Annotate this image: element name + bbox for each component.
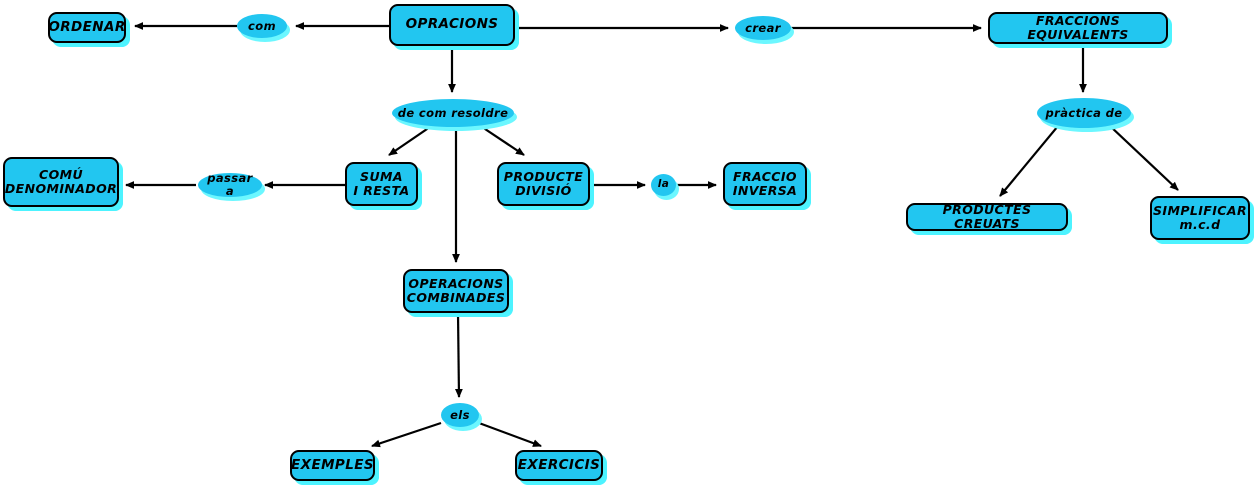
node-comu-denominador-label: COMÚ DENOMINADOR	[4, 167, 118, 196]
node-la-label: la	[657, 178, 670, 191]
edge-decomresoldre-sumaresta	[388, 126, 431, 156]
node-els-label: els	[450, 407, 470, 422]
node-productes-creuats[interactable]: PRODUCTES CREUATS	[906, 203, 1068, 231]
node-exercicis[interactable]: EXERCICIS	[515, 450, 603, 481]
edge-decomresoldre-productedivisio	[481, 126, 525, 156]
node-producte-divisio[interactable]: PRODUCTE DIVISIÓ	[497, 162, 590, 206]
node-simplificar-mcd[interactable]: SIMPLIFICAR m.c.d	[1150, 196, 1250, 240]
edge-practicade-productescreuats	[999, 125, 1059, 197]
node-practica-de-label: pràctica de	[1045, 105, 1123, 120]
edge-els-exercicis	[478, 421, 542, 448]
node-comu-denominador[interactable]: COMÚ DENOMINADOR	[3, 157, 119, 207]
node-com-label: com	[248, 18, 276, 33]
node-practica-de[interactable]: pràctica de	[1037, 98, 1131, 128]
node-opracions[interactable]: OPRACIONS	[389, 4, 515, 46]
node-exercicis-label: EXERCICIS	[517, 456, 601, 473]
edge-operacionscombinades-els	[455, 312, 463, 398]
node-fraccio-inversa-label: FRACCIO INVERSA	[732, 169, 798, 198]
node-operacions-combinades-label: OPERACIONS COMBINADES	[406, 276, 506, 305]
node-de-com-resoldre-label: de com resoldre	[397, 105, 509, 120]
node-simplificar-mcd-label: SIMPLIFICAR m.c.d	[1153, 203, 1247, 232]
node-fraccions-equivalents[interactable]: FRACCIONS EQUIVALENTS	[988, 12, 1168, 44]
node-suma-i-resta-label: SUMA I RESTA	[353, 169, 410, 198]
node-opracions-label: OPRACIONS	[405, 16, 499, 33]
node-fraccions-equivalents-label: FRACCIONS EQUIVALENTS	[1027, 13, 1129, 42]
node-exemples[interactable]: EXEMPLES	[290, 450, 375, 481]
node-fraccio-inversa[interactable]: FRACCIO INVERSA	[723, 162, 807, 206]
node-crear[interactable]: crear	[735, 16, 791, 40]
node-suma-i-resta[interactable]: SUMA I RESTA	[345, 162, 418, 206]
node-passar-a[interactable]: passar a	[198, 171, 262, 198]
node-exemples-label: EXEMPLES	[291, 456, 374, 473]
node-producte-divisio-label: PRODUCTE DIVISIÓ	[503, 169, 584, 198]
node-operacions-combinades[interactable]: OPERACIONS COMBINADES	[403, 269, 509, 313]
node-passar-a-label: passar a	[207, 171, 253, 198]
edge-els-exemples	[371, 421, 442, 448]
node-crear-label: crear	[745, 20, 781, 35]
node-els[interactable]: els	[441, 403, 479, 427]
node-ordenar[interactable]: ORDENAR	[48, 12, 126, 43]
node-com[interactable]: com	[237, 14, 287, 38]
edge-practicade-simplificar	[1109, 125, 1179, 191]
node-productes-creuats-label: PRODUCTES CREUATS	[942, 202, 1032, 231]
node-ordenar-label: ORDENAR	[48, 18, 126, 35]
node-de-com-resoldre[interactable]: de com resoldre	[392, 99, 514, 127]
node-la[interactable]: la	[651, 174, 676, 196]
